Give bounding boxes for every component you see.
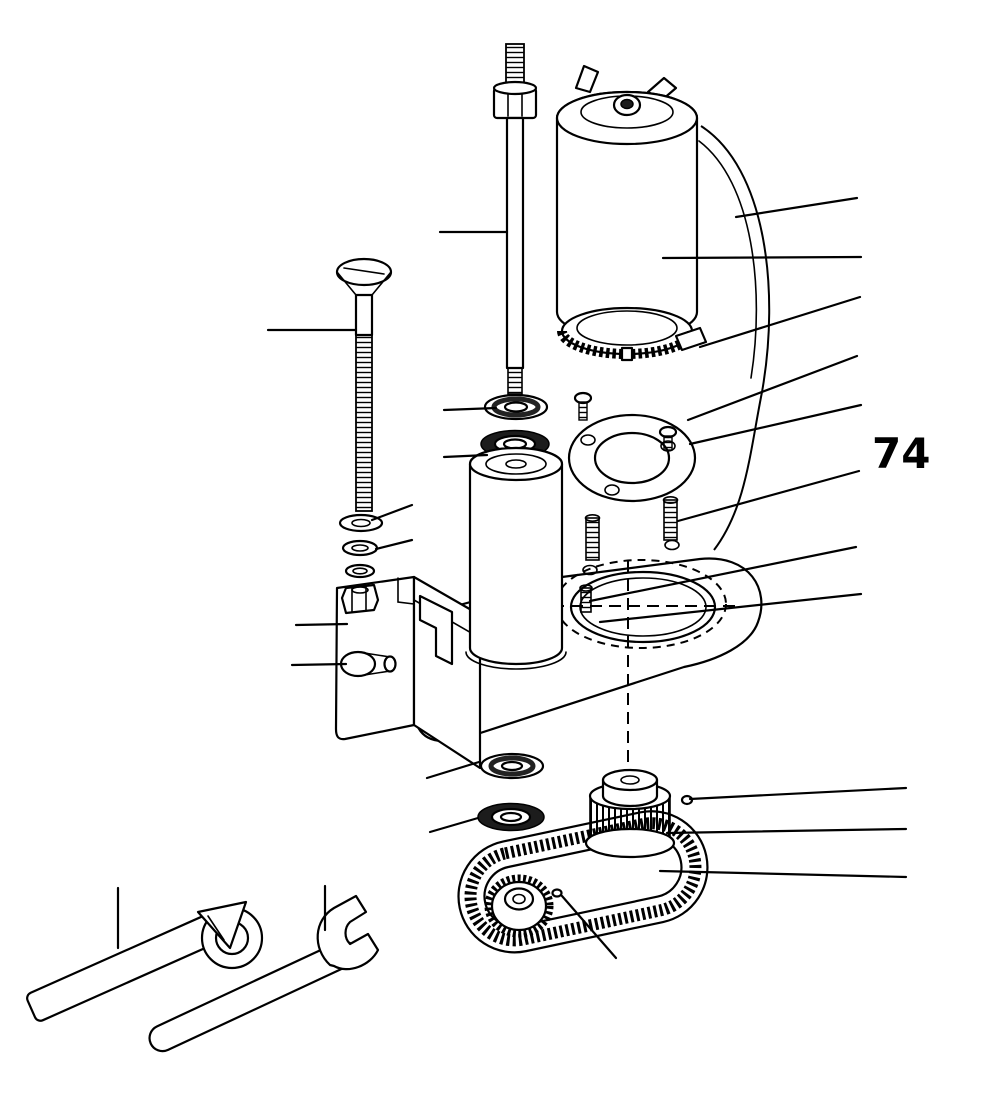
- leader-line: [425, 760, 481, 780]
- leader-line: [698, 295, 862, 349]
- motor-cable: [698, 125, 771, 551]
- lower-washer: [479, 752, 545, 780]
- leader-line: [374, 538, 414, 551]
- leader-line: [688, 403, 863, 446]
- belt-set-screw: [551, 888, 563, 898]
- motor-terminal-tab: [574, 64, 600, 94]
- gasket-outline: [555, 559, 727, 649]
- leader-line: [442, 406, 498, 412]
- flat-head-screw: [335, 257, 393, 512]
- leader-line: [665, 827, 908, 835]
- compression-spring: [584, 513, 601, 561]
- washer-stack: [338, 513, 384, 615]
- motor-mount-tab: [674, 326, 708, 352]
- leader-line: [598, 592, 863, 624]
- small-timing-pulley: [484, 874, 563, 938]
- hex-nut: [340, 583, 380, 615]
- large-timing-pulley: [584, 768, 676, 859]
- plate-hole: [664, 539, 680, 551]
- leader-line: [428, 816, 480, 834]
- leader-line: [676, 469, 861, 523]
- stamped-wrench: [26, 900, 264, 1022]
- pivot-pin: [339, 650, 397, 678]
- leader-line: [658, 869, 908, 879]
- part-label-74: 74: [872, 429, 930, 478]
- leader-line: [290, 662, 348, 667]
- open-end-wrench: [148, 894, 380, 1053]
- motor-mount-ring: [567, 391, 697, 561]
- lead-screw: [492, 43, 538, 395]
- lower-bearing: [477, 802, 545, 832]
- leader-line: [688, 786, 908, 801]
- motor-brush-plate: [557, 306, 708, 362]
- spindle-housing: [465, 446, 567, 670]
- leader-line: [734, 196, 859, 219]
- spring-washer: [341, 539, 379, 557]
- flat-washer: [338, 513, 384, 533]
- leader-line: [661, 255, 863, 260]
- lead-screw-hex-nut: [492, 80, 538, 120]
- stud-in-opening: [579, 584, 593, 613]
- leader-lines: [116, 196, 908, 960]
- leader-line: [686, 354, 859, 422]
- compression-spring: [662, 495, 679, 541]
- axis-centerline: [552, 560, 740, 788]
- bracket-latch: [418, 594, 454, 666]
- leader-line: [294, 622, 349, 627]
- pulley-hub: [601, 768, 659, 808]
- bracket-housing: [334, 575, 482, 770]
- electric-motor: [555, 64, 708, 362]
- leader-line: [442, 453, 489, 459]
- leader-line: [370, 503, 414, 522]
- small-washer: [344, 563, 376, 579]
- mounting-screw: [573, 391, 593, 421]
- leader-line: [560, 894, 618, 960]
- mounting-screw: [658, 425, 678, 451]
- set-screw: [680, 794, 694, 806]
- plate-hole: [582, 564, 598, 576]
- leader-line: [588, 545, 858, 603]
